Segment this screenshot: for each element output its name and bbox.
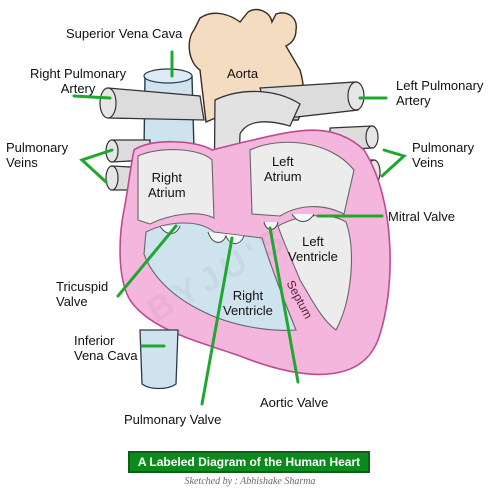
label-aortic-valve: Aortic Valve: [260, 395, 329, 410]
leader-lines: [72, 50, 407, 406]
label-right-ventricle: Right Ventricle: [223, 288, 273, 318]
right-ventricle-shape: [143, 222, 297, 331]
label-aorta: Aorta: [227, 66, 259, 81]
label-mitral-valve: Mitral Valve: [388, 209, 455, 224]
right-atrium-shape: [137, 149, 215, 225]
label-pulmonary-veins-left: Pulmonary Veins: [6, 140, 69, 170]
label-left-pulmonary-artery: Left Pulmonary Artery: [396, 78, 484, 108]
label-right-atrium: Right Atrium: [148, 170, 186, 200]
diagram-caption: A Labeled Diagram of the Human Heart: [128, 451, 370, 473]
label-superior-vena-cava: Superior Vena Cava: [66, 26, 183, 41]
credit-line: Sketched by : Abhishake Sharma: [184, 476, 316, 487]
label-inferior-vena-cava: Inferior Vena Cava: [74, 333, 138, 363]
left-atrium-shape: [249, 141, 355, 217]
label-pulmonary-valve: Pulmonary Valve: [124, 412, 222, 427]
label-left-ventricle: Left Ventricle: [288, 234, 338, 264]
label-tricuspid-valve: Tricuspid Valve: [56, 279, 109, 309]
inferior-vena-cava-shape: [139, 329, 179, 390]
label-left-atrium: Left Atrium: [264, 154, 302, 184]
label-right-pulmonary-artery: Right Pulmonary Artery: [30, 66, 127, 96]
label-pulmonary-veins-right: Pulmonary Veins: [412, 140, 475, 170]
